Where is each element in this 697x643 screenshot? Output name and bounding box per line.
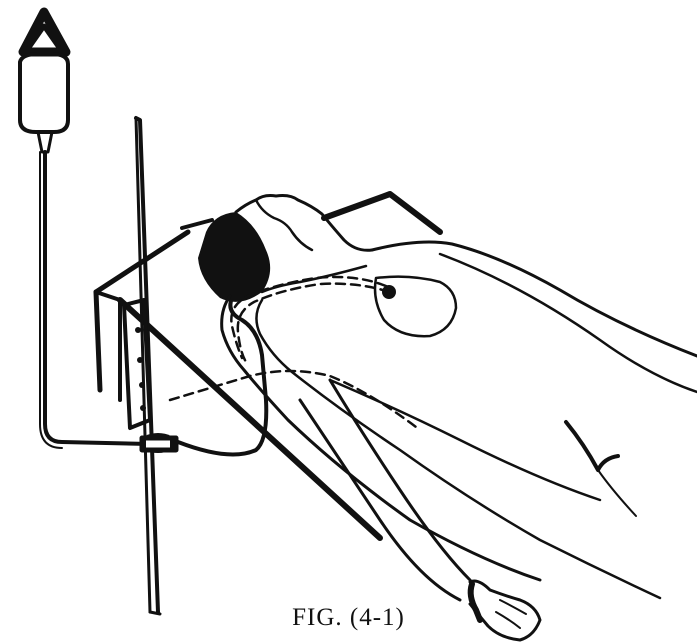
tubing-clamp bbox=[140, 433, 176, 453]
body-detail-mark bbox=[566, 422, 636, 516]
iv-tubing bbox=[40, 152, 266, 455]
catheter-path bbox=[170, 277, 420, 430]
figure-caption: FIG. (4-1) bbox=[0, 604, 697, 632]
iv-bottle bbox=[20, 54, 68, 152]
bottle-hanger bbox=[23, 12, 66, 52]
patient-body bbox=[222, 242, 697, 598]
